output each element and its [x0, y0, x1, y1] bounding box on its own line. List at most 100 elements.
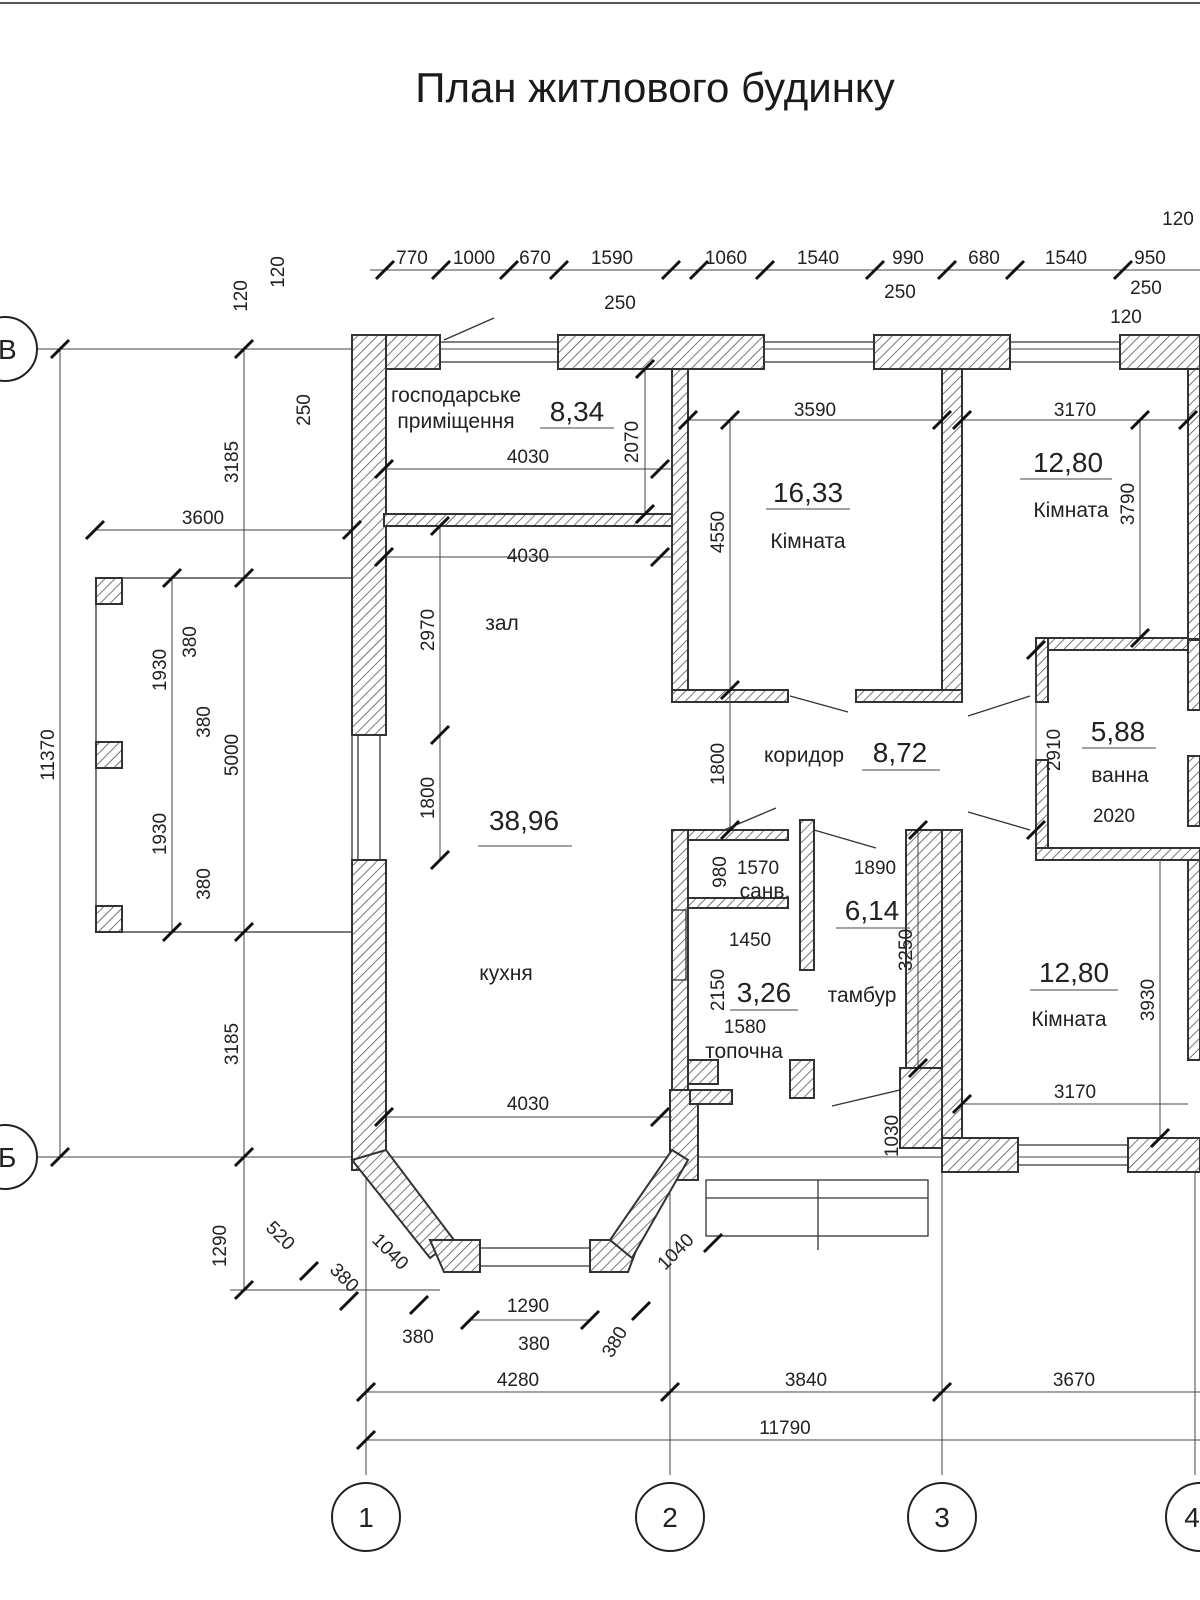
svg-text:380: 380 [194, 868, 215, 900]
left-chain-dimensions: 3185 5000 3185 11370 3600 1930 1930 380 … [38, 441, 243, 1065]
svg-text:зал: зал [485, 612, 519, 635]
openings [95, 317, 1128, 1267]
svg-text:250: 250 [604, 293, 636, 314]
svg-text:3790: 3790 [1118, 483, 1139, 525]
svg-text:120: 120 [231, 280, 252, 312]
svg-text:1030: 1030 [882, 1115, 903, 1157]
svg-text:3170: 3170 [1054, 1082, 1096, 1103]
svg-text:120: 120 [1162, 209, 1194, 230]
svg-text:санв.: санв. [740, 880, 791, 903]
svg-text:3250: 3250 [896, 929, 917, 971]
svg-text:120: 120 [268, 256, 289, 288]
svg-text:950: 950 [1134, 248, 1166, 269]
svg-text:1040: 1040 [654, 1230, 699, 1275]
svg-text:4030: 4030 [507, 447, 549, 468]
svg-text:ванна: ванна [1091, 764, 1149, 787]
axis-bubble-2: 2 [635, 1482, 705, 1552]
svg-text:120: 120 [1110, 307, 1142, 328]
svg-text:380: 380 [598, 1323, 632, 1361]
svg-text:4: 4 [1184, 1502, 1200, 1533]
svg-text:Кімната: Кімната [770, 530, 846, 553]
svg-text:кухня: кухня [479, 962, 532, 985]
room-vestibule: 6,14 тамбур [828, 895, 910, 1007]
svg-text:38,96: 38,96 [489, 805, 559, 836]
svg-text:8,72: 8,72 [873, 737, 928, 768]
svg-text:4550: 4550 [708, 511, 729, 553]
svg-text:4030: 4030 [507, 1094, 549, 1115]
svg-text:2910: 2910 [1044, 729, 1065, 771]
svg-text:380: 380 [518, 1334, 550, 1355]
dimension-ticks [49, 259, 1199, 1451]
walls [95, 334, 1200, 1273]
svg-text:1580: 1580 [724, 1017, 766, 1038]
plan-title: План житлового будинку [415, 64, 895, 111]
svg-text:250: 250 [294, 394, 315, 426]
svg-text:8,34: 8,34 [550, 396, 605, 427]
svg-text:2: 2 [662, 1502, 678, 1533]
interior-dimensions: 4030 2070 4030 2970 1800 4030 3590 4550 … [418, 400, 1159, 1157]
svg-text:тамбур: тамбур [828, 984, 897, 1007]
room-wc: санв. [740, 880, 791, 903]
svg-text:3930: 3930 [1138, 979, 1159, 1021]
svg-text:250: 250 [1130, 278, 1162, 299]
axis-bubble-v: В [0, 316, 38, 382]
svg-text:топочна: топочна [705, 1040, 783, 1063]
svg-text:3170: 3170 [1054, 400, 1096, 421]
svg-text:12,80: 12,80 [1033, 447, 1103, 478]
svg-text:6,14: 6,14 [845, 895, 900, 926]
bottom-dimensions: 4280 3840 3670 11790 [497, 1370, 1095, 1439]
svg-text:1930: 1930 [150, 813, 171, 855]
svg-text:520: 520 [261, 1217, 298, 1254]
svg-text:Кімната: Кімната [1033, 499, 1109, 522]
svg-text:2970: 2970 [418, 609, 439, 651]
svg-text:1000: 1000 [453, 248, 495, 269]
svg-text:3600: 3600 [182, 508, 224, 529]
svg-text:2020: 2020 [1093, 806, 1135, 827]
svg-text:1590: 1590 [591, 248, 633, 269]
svg-text:380: 380 [402, 1327, 434, 1348]
svg-text:380: 380 [180, 626, 201, 658]
svg-text:11370: 11370 [38, 729, 59, 780]
svg-text:Кімната: Кімната [1031, 1008, 1107, 1031]
room-room3: 12,80 Кімната [1030, 957, 1118, 1031]
svg-text:1060: 1060 [705, 248, 747, 269]
svg-text:680: 680 [968, 248, 1000, 269]
room-hall: зал 38,96 [478, 612, 572, 847]
axis-bubble-b: Б [0, 1124, 38, 1190]
svg-text:5000: 5000 [222, 734, 243, 776]
room-room2: 12,80 Кімната [1020, 447, 1112, 522]
svg-text:5,88: 5,88 [1091, 716, 1146, 747]
svg-text:В: В [0, 334, 17, 365]
svg-text:3185: 3185 [222, 1023, 243, 1065]
svg-text:1290: 1290 [210, 1225, 231, 1267]
svg-text:990: 990 [892, 248, 924, 269]
svg-text:3: 3 [934, 1502, 950, 1533]
svg-text:Б: Б [0, 1142, 16, 1173]
room-utility: господарське приміщення 8,34 [391, 384, 614, 433]
room-boiler: 3,26 топочна [705, 977, 798, 1063]
svg-text:1450: 1450 [729, 930, 771, 951]
axis-bubble-3: 3 [907, 1482, 977, 1552]
room-corridor: коридор 8,72 [764, 737, 940, 771]
svg-text:4030: 4030 [507, 546, 549, 567]
svg-text:11790: 11790 [759, 1418, 810, 1439]
top-dimensions: 770 1000 670 1590 1060 1540 990 680 1540… [396, 209, 1194, 328]
room-bath: 5,88 ванна [1082, 716, 1156, 787]
svg-text:380: 380 [194, 706, 215, 738]
left-small-dimensions: 120 120 250 [231, 256, 315, 426]
svg-text:1800: 1800 [708, 743, 729, 785]
room-kitchen: кухня [479, 962, 532, 985]
svg-text:1040: 1040 [368, 1230, 413, 1275]
svg-text:770: 770 [396, 248, 428, 269]
svg-text:3590: 3590 [794, 400, 836, 421]
svg-text:1290: 1290 [507, 1296, 549, 1317]
axis-bubble-4: 4 [1165, 1482, 1200, 1552]
room-room1: 16,33 Кімната [766, 477, 850, 553]
svg-text:приміщення: приміщення [397, 410, 514, 433]
svg-text:1540: 1540 [1045, 248, 1087, 269]
svg-text:коридор: коридор [764, 744, 844, 767]
svg-text:1930: 1930 [150, 649, 171, 691]
svg-text:4280: 4280 [497, 1370, 539, 1391]
svg-text:1570: 1570 [737, 858, 779, 879]
